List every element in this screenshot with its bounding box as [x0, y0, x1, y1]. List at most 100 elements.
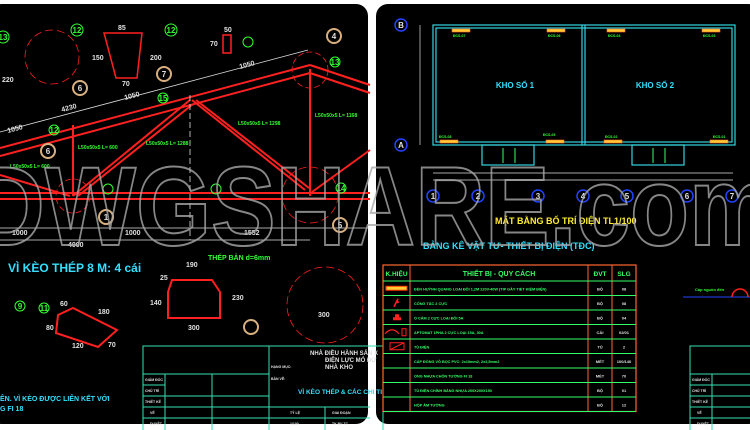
svg-text:THIẾT KẾ: THIẾT KẾ — [145, 399, 162, 404]
table-row: ĐÈN HUỲNH QUANG LOẠI ĐÔI 1,2M 220V-40W (… — [385, 285, 627, 291]
item-unit: BỘ — [597, 286, 603, 291]
svg-text:150: 150 — [92, 55, 104, 62]
svg-text:DUYỆT: DUYỆT — [150, 421, 163, 426]
truss-dimension-texts: 4230 1050 1050 1050 1000 1000 1552 4000 … — [2, 25, 330, 350]
svg-text:ĐCS-02: ĐCS-02 — [605, 135, 618, 139]
svg-text:ĐCS-08: ĐCS-08 — [439, 135, 452, 139]
svg-text:6: 6 — [78, 84, 83, 93]
floor-plan: ĐCS-07 ĐCS-06 ĐCS-04 ĐCS-03 ĐCS-08 ĐCS-0… — [394, 18, 739, 203]
svg-text:GIÁM ĐỐC: GIÁM ĐỐC — [145, 377, 163, 382]
svg-text:12: 12 — [167, 26, 176, 35]
item-description: TỦ ĐIỆN CHÍNH BẰNG NHỰA 200X200X150 — [414, 388, 492, 393]
svg-text:50: 50 — [224, 27, 232, 34]
svg-text:12: 12 — [50, 126, 59, 135]
svg-text:ĐCS-07: ĐCS-07 — [453, 34, 466, 38]
table-title: BẢNG KÊ VẬT TƯ- THIẾT BỊ ĐIỆN (TĐC) — [423, 240, 594, 251]
table-header: THIẾT BỊ - QUY CÁCH — [463, 268, 536, 278]
left-title-block: GIÁM ĐỐC CHỦ TRÌ THIẾT KẾ VẼ DUYỆT HẠNG … — [142, 345, 384, 430]
item-quantity: 08 — [622, 301, 627, 306]
svg-text:300: 300 — [188, 325, 200, 332]
svg-text:60: 60 — [60, 301, 68, 308]
svg-text:VẼ: VẼ — [150, 410, 155, 415]
watermark-logo: DWGSHARE.com — [0, 144, 750, 269]
svg-text:CHỦ TRÌ: CHỦ TRÌ — [692, 388, 706, 393]
svg-text:4000: 4000 — [68, 242, 84, 249]
item-description: CÔNG TẮC 2 CỰC — [414, 301, 447, 306]
item-quantity: 12 — [622, 402, 627, 407]
svg-text:1: 1 — [431, 192, 436, 201]
item-description: ĐÈN HUỲNH QUANG LOẠI ĐÔI 1,2M 220V-40W (… — [414, 286, 547, 291]
svg-text:B: B — [398, 21, 404, 30]
svg-text:1050: 1050 — [239, 60, 256, 71]
svg-text:7: 7 — [730, 192, 735, 201]
item-unit: BỘ — [597, 315, 603, 320]
svg-text:L50x50x5 L= 1288: L50x50x5 L= 1288 — [146, 141, 189, 147]
svg-text:5: 5 — [625, 192, 630, 201]
svg-text:3: 3 — [536, 192, 541, 201]
svg-text:VẼ: VẼ — [697, 410, 702, 415]
svg-text:220: 220 — [2, 77, 14, 84]
svg-text:GIAI ĐOẠN: GIAI ĐOẠN — [332, 411, 351, 415]
svg-text:DUYỆT: DUYỆT — [697, 421, 710, 426]
item-description: TỦ ĐIỆN — [414, 344, 429, 349]
svg-text:7: 7 — [162, 70, 167, 79]
svg-text:1: 1 — [104, 213, 109, 222]
svg-text:13: 13 — [0, 33, 8, 42]
item-description: ỐNG NHỰA CHÔN TƯỜNG FI 18 — [414, 373, 472, 378]
table-header: SLG — [617, 271, 630, 278]
right-title-block: GIÁM ĐỐC CHỦ TRÌ THIẾT KẾ VẼ DUYỆT — [689, 345, 750, 430]
item-description: Ổ CẮM 2 CỰC LOẠI ĐÔI 5A — [414, 315, 464, 320]
svg-text:15: 15 — [159, 94, 168, 103]
svg-text:ĐIỆN LỰC MỎ ĐỨ: ĐIỆN LỰC MỎ ĐỨ — [325, 356, 376, 364]
panel-symbol-icon — [389, 342, 405, 351]
svg-text:1552: 1552 — [244, 230, 260, 237]
svg-text:80: 80 — [46, 325, 54, 332]
svg-text:70: 70 — [210, 41, 218, 48]
note-line-1: ÊN. VÌ KÈO ĐƯỢC LIÊN KẾT VỚI — [0, 393, 110, 403]
svg-text:ĐCS-04: ĐCS-04 — [608, 34, 621, 38]
svg-text:13: 13 — [331, 58, 340, 67]
light-tags: ĐCS-07 ĐCS-06 ĐCS-04 ĐCS-03 ĐCS-08 ĐCS-0… — [439, 34, 726, 139]
svg-text:BẢN VẼ:: BẢN VẼ: — [271, 376, 285, 381]
svg-text:200: 200 — [150, 55, 162, 62]
svg-text:230: 230 — [232, 295, 244, 302]
item-quantity: 08 — [622, 286, 627, 291]
svg-text:ĐCS-05: ĐCS-05 — [543, 133, 556, 137]
svg-text:TK BV TC: TK BV TC — [332, 422, 349, 426]
svg-text:HẠNG MỤC:: HẠNG MỤC: — [271, 365, 291, 369]
svg-text:NHÀ KHO: NHÀ KHO — [325, 364, 353, 371]
svg-text:6: 6 — [685, 192, 690, 201]
svg-text:300: 300 — [318, 312, 330, 319]
svg-text:4: 4 — [581, 192, 586, 201]
truss-title: VÌ KÈO THÉP 8 M: 4 cái — [8, 260, 141, 275]
svg-text:70: 70 — [122, 81, 130, 88]
item-description: CÁP ĐỒNG VỎ BỌC PVC: 2x10mm2, 2x2,5mm2 — [414, 359, 499, 364]
svg-text:120: 120 — [72, 343, 84, 350]
item-quantity: 70 — [622, 373, 627, 378]
svg-text:1000: 1000 — [12, 230, 28, 237]
socket-symbol-icon — [393, 314, 401, 321]
svg-text:L50x50x5 L= 1168: L50x50x5 L= 1168 — [315, 113, 357, 119]
svg-text:A: A — [398, 141, 404, 150]
item-quantity: 01 — [622, 388, 627, 393]
svg-text:TỶ LỆ: TỶ LỆ — [290, 410, 301, 415]
svg-text:4230: 4230 — [61, 103, 78, 114]
svg-text:6: 6 — [46, 147, 51, 156]
svg-text:11: 11 — [40, 304, 49, 313]
callout-bubbles: 13 12 12 15 12 13 14 9 11 6 7 4 6 1 5 — [0, 23, 348, 335]
room-label: KHO SỐ 1 — [496, 80, 535, 90]
svg-text:CHỦ TRÌ: CHỦ TRÌ — [145, 388, 159, 393]
svg-text:1/100: 1/100 — [290, 422, 299, 426]
item-unit: BỘ — [597, 402, 603, 407]
item-quantity: 04 — [622, 315, 627, 320]
item-description: HỘP ÂM TƯỜNG — [414, 402, 445, 407]
svg-text:L50x50x5 L= 1298: L50x50x5 L= 1298 — [238, 121, 281, 127]
item-unit: TỦ — [597, 344, 602, 349]
svg-text:25: 25 — [160, 275, 168, 282]
table-header: K.HIỆU — [385, 269, 407, 278]
